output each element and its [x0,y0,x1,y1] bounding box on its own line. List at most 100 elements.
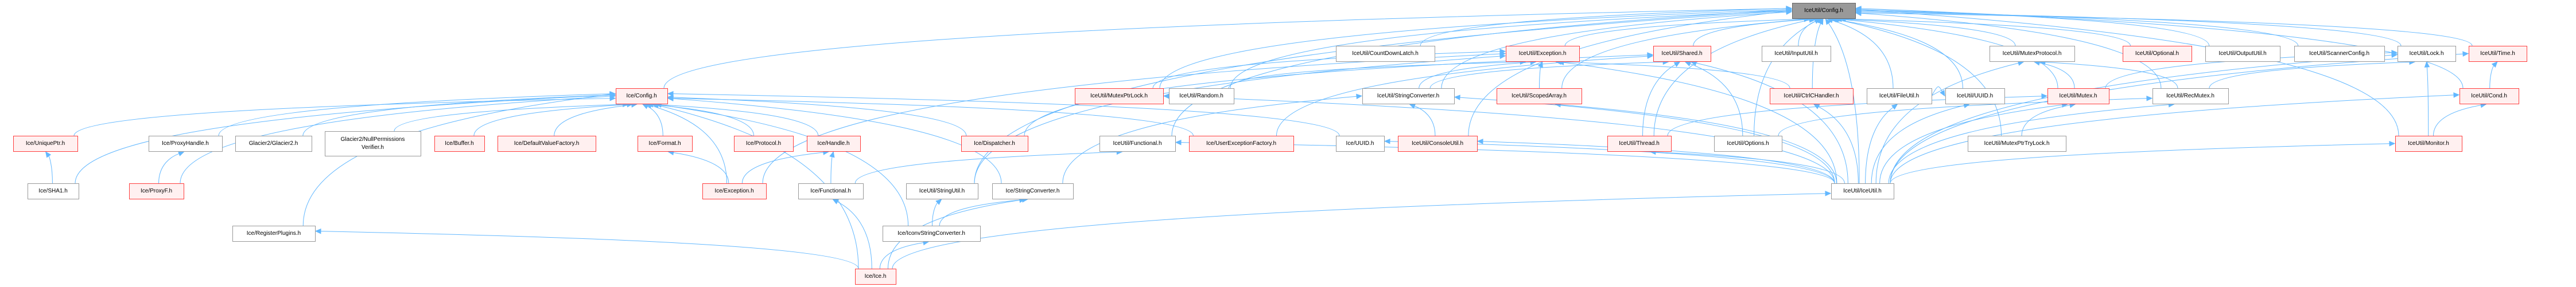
node-iceutil-stringutil-h[interactable]: IceUtil/StringUtil.h [906,183,978,199]
node-ice-format-h[interactable]: Ice/Format.h [638,136,693,152]
node-iceutil-options-h[interactable]: IceUtil/Options.h [1714,136,1782,152]
node-label: IceUtil/UUID.h [1957,93,1993,99]
node-ice-dispatcher-h[interactable]: Ice/Dispatcher.h [961,136,1028,152]
node-label: IceUtil/ScannerConfig.h [2309,50,2369,57]
edge-line [1890,53,2464,184]
node-label: IceUtil/Shared.h [1661,50,1702,57]
node-label: Ice/Dispatcher.h [974,140,1015,147]
node-ice-ice-h[interactable]: Ice/Ice.h [855,269,896,285]
edge-arrowhead [667,91,674,97]
edge-mutexptrtrylock-to-mutex [2021,102,2076,136]
node-iceutil-consoleutil-h[interactable]: IceUtil/ConsoleUtil.h [1398,136,1478,152]
edge-arrowhead [2491,61,2498,68]
edge-iceutil_iceutil-to-thread [1649,149,1845,184]
node-ice-uniqueptr-h[interactable]: Ice/UniquePtr.h [13,136,78,152]
node-iceutil-exception-h[interactable]: IceUtil/Exception.h [1506,46,1580,62]
edge-monitor-to-iceutil_config [1855,7,2399,136]
node-ice-handle-h[interactable]: Ice/Handle.h [807,136,861,152]
node-iceutil-ctrlchandler-h[interactable]: IceUtil/CtrlCHandler.h [1770,88,1854,104]
node-iceutil-lock-h[interactable]: IceUtil/Lock.h [2398,46,2456,62]
edge-stringutil-to-iceutil_exception [974,53,1506,184]
edge-line [1561,61,1790,89]
node-ice-registerplugins-h[interactable]: Ice/RegisterPlugins.h [232,226,316,242]
edge-line [1159,9,1787,89]
node-iceutil-config-h[interactable]: IceUtil/Config.h [1792,3,1856,19]
node-box [1714,136,1782,152]
node-box [1607,136,1672,152]
edge-iceutil_iceutil-to-iceutil_functional [1175,139,1835,184]
node-iceutil-thread-h[interactable]: IceUtil/Thread.h [1607,136,1672,152]
edge-arrowhead [2389,140,2396,147]
node-ice-userexceptionfactory-h[interactable]: Ice/UserExceptionFactory.h [1189,136,1294,152]
node-iceutil-mutex-h[interactable]: IceUtil/Mutex.h [2047,88,2109,104]
node-iceutil-mutexptrtrylock-h[interactable]: IceUtil/MutexPtrTryLock.h [1968,136,2066,152]
edge-line [837,201,872,269]
node-label: Ice/ProxyHandle.h [162,140,209,147]
edge-line [1689,63,1743,136]
node-iceutil-time-h[interactable]: IceUtil/Time.h [2469,46,2527,62]
node-label: Ice/UserExceptionFactory.h [1206,140,1276,147]
node-iceutil-inpututil-h[interactable]: IceUtil/InputUtil.h [1762,46,1831,62]
edge-line [2426,66,2429,136]
node-iceutil-mutexptrlock-h[interactable]: IceUtil/MutexPtrLock.h [1075,88,1164,104]
edge-line [762,53,1501,184]
node-label: IceUtil/Monitor.h [2408,140,2449,147]
edge-arrowhead [1673,61,1681,67]
node-iceutil-cond-h[interactable]: IceUtil/Cond.h [2460,88,2519,104]
node-box [2398,46,2456,62]
node-ice-protocol-h[interactable]: Ice/Protocol.h [734,136,794,152]
node-iceutil-iceutil-h[interactable]: IceUtil/IceUtil.h [1831,183,1894,199]
edge-line [673,97,967,136]
node-label: IceUtil/RecMutex.h [2166,93,2214,99]
node-ice-buffer-h[interactable]: Ice/Buffer.h [434,136,485,152]
node-ice-proxyf-h[interactable]: Ice/ProxyF.h [129,183,184,199]
edge-line [1875,62,2019,184]
node-iceutil-uuid-h[interactable]: IceUtil/UUID.h [1945,88,2005,104]
edge-dispatcher-to-ice_config [667,95,967,136]
node-box [1990,46,2075,62]
node-iceutil-fileutil-h[interactable]: IceUtil/FileUtil.h [1867,88,1932,104]
node-box [1867,88,1932,104]
edge-cond-to-time [2489,61,2498,89]
edge-arrowhead [1855,10,1862,16]
edge-format-to-ice_config [642,104,663,136]
edge-line [1860,8,2464,89]
edge-arrowhead [1499,49,1506,54]
node-ice-stringconverter-h[interactable]: Ice/StringConverter.h [992,183,1074,199]
node-iceutil-scannerconfig-h[interactable]: IceUtil/ScannerConfig.h [2294,46,2385,62]
node-ice-defaultvaluefactory-h[interactable]: Ice/DefaultValueFactory.h [498,136,596,152]
node-iceutil-scopedarray-h[interactable]: IceUtil/ScopedArray.h [1497,88,1582,104]
node-ice-iconvstringconverter-h[interactable]: Ice/IconvStringConverter.h [883,226,981,242]
node-ice-proxyhandle-h[interactable]: Ice/ProxyHandle.h [149,136,223,152]
node-ice-uuid-h[interactable]: Ice/UUID.h [1336,136,1385,152]
node-label: IceUtil/ConsoleUtil.h [1412,140,1463,147]
edge-line [1828,23,1860,184]
node-ice-config-h[interactable]: Ice/Config.h [616,88,668,104]
node-ice-functional-h[interactable]: Ice/Functional.h [798,183,864,199]
node-iceutil-outpututil-h[interactable]: IceUtil/OutputUtil.h [2205,46,2280,62]
node-ice-exception-h[interactable]: Ice/Exception.h [702,183,767,199]
node-label: IceUtil/FileUtil.h [1879,93,1919,99]
node-glacier2-glacier2-h[interactable]: Glacier2/Glacier2.h [235,136,312,152]
node-iceutil-functional-h[interactable]: IceUtil/Functional.h [1099,136,1176,152]
edge-iceutil_stringconverter-to-shared [1429,59,1669,89]
edge-recmutex-to-mutexprotocol [2039,59,2178,89]
node-iceutil-stringconverter-h[interactable]: IceUtil/StringConverter.h [1362,88,1455,104]
edge-ice_config-to-iceutil_config [663,5,1793,89]
edge-line [1871,105,1965,184]
node-box [434,136,485,152]
node-iceutil-monitor-h[interactable]: IceUtil/Monitor.h [2395,136,2462,152]
node-box [1075,88,1164,104]
edge-arrowhead [2041,93,2048,99]
node-iceutil-optional-h[interactable]: IceUtil/Optional.h [2123,46,2192,62]
node-ice-sha1-h[interactable]: Ice/SHA1.h [28,183,79,199]
node-box [1506,46,1580,62]
node-iceutil-recmutex-h[interactable]: IceUtil/RecMutex.h [2153,88,2229,104]
node-iceutil-random-h[interactable]: IceUtil/Random.h [1169,88,1234,104]
node-iceutil-mutexprotocol-h[interactable]: IceUtil/MutexProtocol.h [1990,46,2075,62]
node-label: Ice/UniquePtr.h [26,140,65,147]
node-iceutil-shared-h[interactable]: IceUtil/Shared.h [1653,46,1711,62]
node-iceutil-countdownlatch-h[interactable]: IceUtil/CountDownLatch.h [1336,46,1435,62]
edge-line [75,95,611,184]
